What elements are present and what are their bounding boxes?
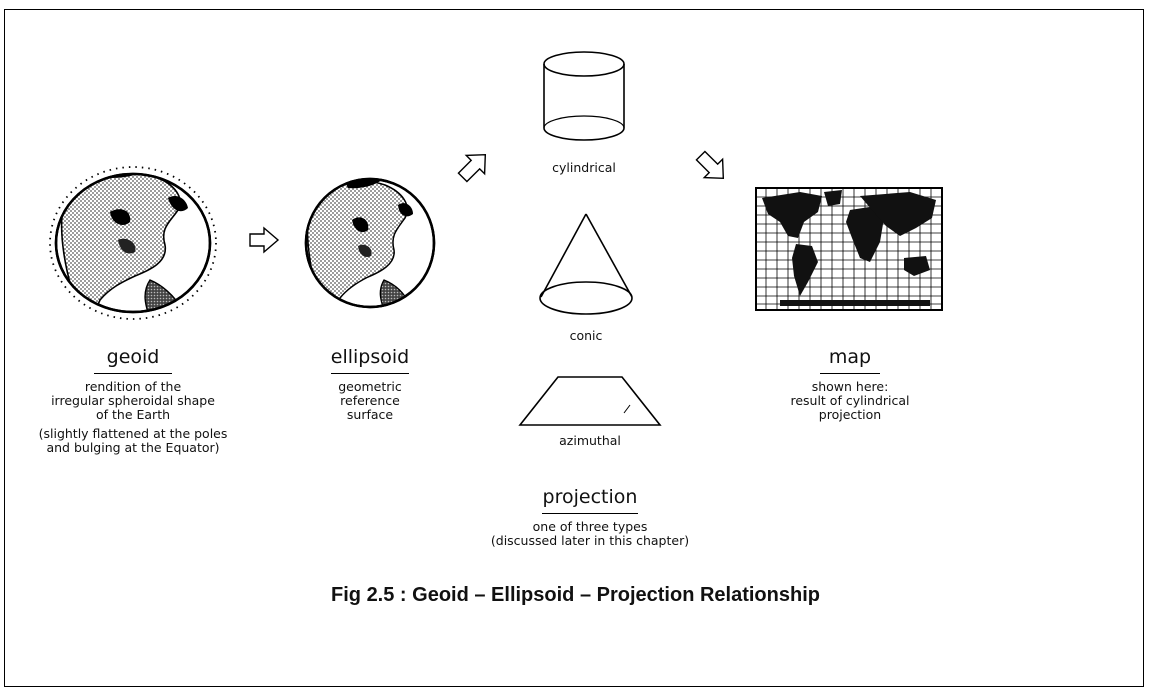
geoid-desc-3: of the Earth: [95, 407, 171, 423]
geoid-underline: [94, 373, 172, 375]
map-underline: [820, 373, 880, 375]
map-text-block: map shown here: result of cylindrical pr…: [760, 346, 940, 422]
projection-underline: [542, 513, 638, 515]
conic-label: conic: [569, 328, 603, 343]
arrow-down-right-icon: [695, 150, 725, 180]
arrow-right-icon: [249, 226, 280, 254]
map-title: map: [828, 346, 872, 368]
geoid-title: geoid: [106, 346, 160, 368]
map-desc-1: shown here:: [811, 379, 889, 395]
cone-shape: [539, 213, 633, 315]
ellipsoid-underline: [331, 373, 409, 375]
azimuthal-label: azimuthal: [559, 433, 621, 448]
ellipsoid-desc-2: reference: [340, 393, 400, 409]
projection-desc-2: (discussed later in this chapter): [490, 533, 690, 549]
arrow-up-right-icon: [457, 153, 487, 183]
azimuthal-shape: [518, 376, 662, 426]
geoid-desc-1: rendition of the: [84, 379, 182, 395]
geoid-desc-4: (slightly flattened at the poles: [38, 426, 228, 442]
ellipsoid-globe: [304, 177, 436, 309]
world-map: [755, 187, 943, 311]
cylindrical-label: cylindrical: [552, 160, 616, 175]
ellipsoid-desc-1: geometric: [338, 379, 402, 395]
geoid-text-block: geoid rendition of the irregular spheroi…: [28, 346, 238, 455]
cylinder-shape: [543, 51, 625, 141]
ellipsoid-text-block: ellipsoid geometric reference surface: [310, 346, 430, 422]
projection-text-block: projection one of three types (discussed…: [480, 486, 700, 548]
figure-caption: Fig 2.5 : Geoid – Ellipsoid – Projection…: [331, 584, 820, 606]
figure-frame: [4, 9, 1144, 687]
geoid-globe: [49, 166, 217, 320]
map-desc-2: result of cylindrical projection: [790, 393, 910, 423]
ellipsoid-desc-3: surface: [346, 407, 394, 423]
projection-desc-1: one of three types: [532, 519, 648, 535]
ellipsoid-title: ellipsoid: [330, 346, 410, 368]
geoid-desc-2: irregular spheroidal shape: [51, 393, 215, 409]
geoid-desc-5: and bulging at the Equator): [46, 440, 220, 456]
projection-title: projection: [542, 486, 638, 508]
